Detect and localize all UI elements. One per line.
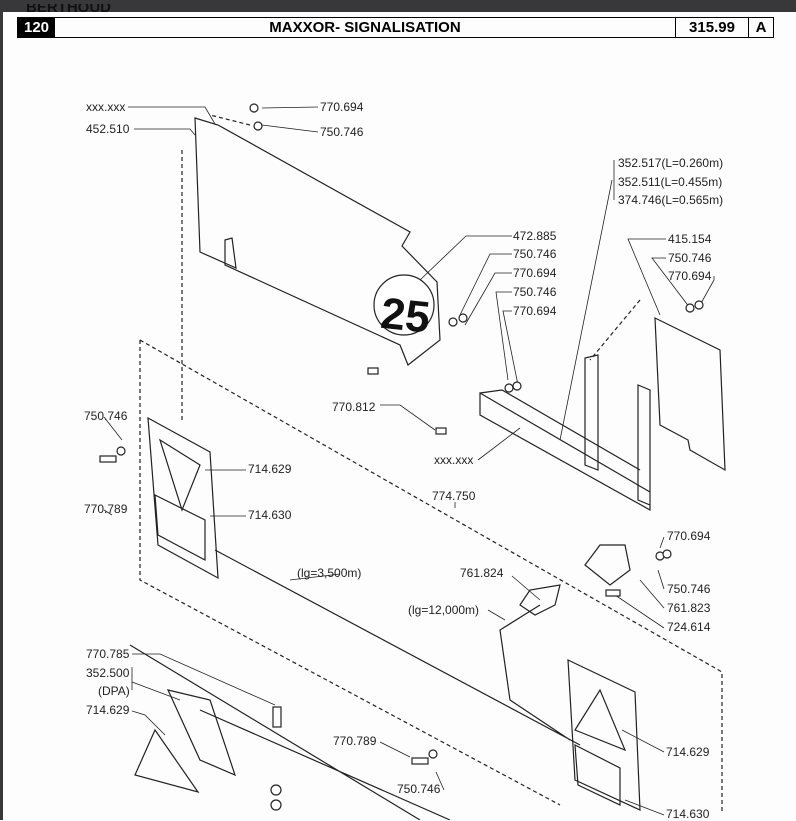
part-label: 750.746: [84, 409, 128, 423]
part-label: 352.517(L=0.260m): [618, 156, 724, 170]
right-light-plate: [567, 659, 641, 811]
part-label: 714.629: [248, 462, 292, 476]
plate-number: 25: [378, 289, 432, 343]
bottom-bar: [129, 644, 451, 820]
part-label: 750.746: [320, 125, 364, 139]
page-header: 120 MAXXOR- SIGNALISATION 315.99 A: [17, 17, 774, 38]
top-plate: [194, 117, 441, 366]
reference-number: 315.99: [676, 18, 749, 37]
part-label: 352.511(L=0.455m): [618, 175, 723, 189]
part-label: xxx.xxx: [86, 100, 126, 114]
part-label: 770.694: [667, 529, 711, 543]
part-label: 415.154: [668, 232, 712, 246]
part-label: 352.500: [86, 666, 130, 680]
cable: [214, 549, 581, 746]
bracket-rails: [479, 354, 651, 512]
part-label: (lg=12,000m): [408, 603, 480, 617]
left-light-plate: [147, 416, 219, 580]
part-label: 770.694: [668, 269, 712, 283]
part-label: 770.694: [513, 304, 557, 318]
page-number: 120: [18, 18, 55, 37]
part-label: 761.824: [460, 566, 504, 580]
part-label: 750.746: [513, 285, 557, 299]
part-label: 761.823: [667, 601, 711, 615]
part-label: 750.746: [667, 582, 711, 596]
part-label: 750.746: [668, 251, 712, 265]
part-label: (lg=3,500m): [297, 566, 362, 580]
part-label: 770.812: [332, 400, 376, 414]
part-label: 452.510: [86, 122, 130, 136]
plate-number-disc: [373, 274, 435, 336]
part-label: 770.694: [513, 266, 557, 280]
part-label: 770.694: [320, 100, 364, 114]
part-label: 774.750: [432, 489, 476, 503]
part-label: 770.789: [333, 734, 377, 748]
part-label: 714.630: [248, 508, 292, 522]
part-label: 714.630: [666, 807, 710, 821]
right-plate: [654, 317, 726, 472]
part-label: 750.746: [397, 782, 441, 796]
part-label: xxx.xxx: [434, 453, 474, 467]
part-label: 374.746(L=0.565m): [618, 193, 724, 207]
part-label: 472.885: [513, 229, 557, 243]
part-label: 714.629: [86, 703, 130, 717]
revision-letter: A: [755, 19, 767, 36]
page-title: MAXXOR- SIGNALISATION: [55, 18, 676, 37]
brand-name: BERTHOUD: [26, 4, 111, 12]
viewer-edge: [0, 12, 3, 820]
part-label: (DPA): [98, 684, 130, 698]
socket: [519, 544, 631, 616]
part-label: 770.785: [86, 647, 130, 661]
part-label: 714.629: [666, 745, 710, 759]
part-label: 750.746: [513, 247, 557, 261]
part-label: 724.614: [667, 620, 711, 634]
hardware: [99, 103, 704, 811]
viewer-toolbar: [0, 0, 796, 12]
part-label: 770.789: [84, 502, 128, 516]
